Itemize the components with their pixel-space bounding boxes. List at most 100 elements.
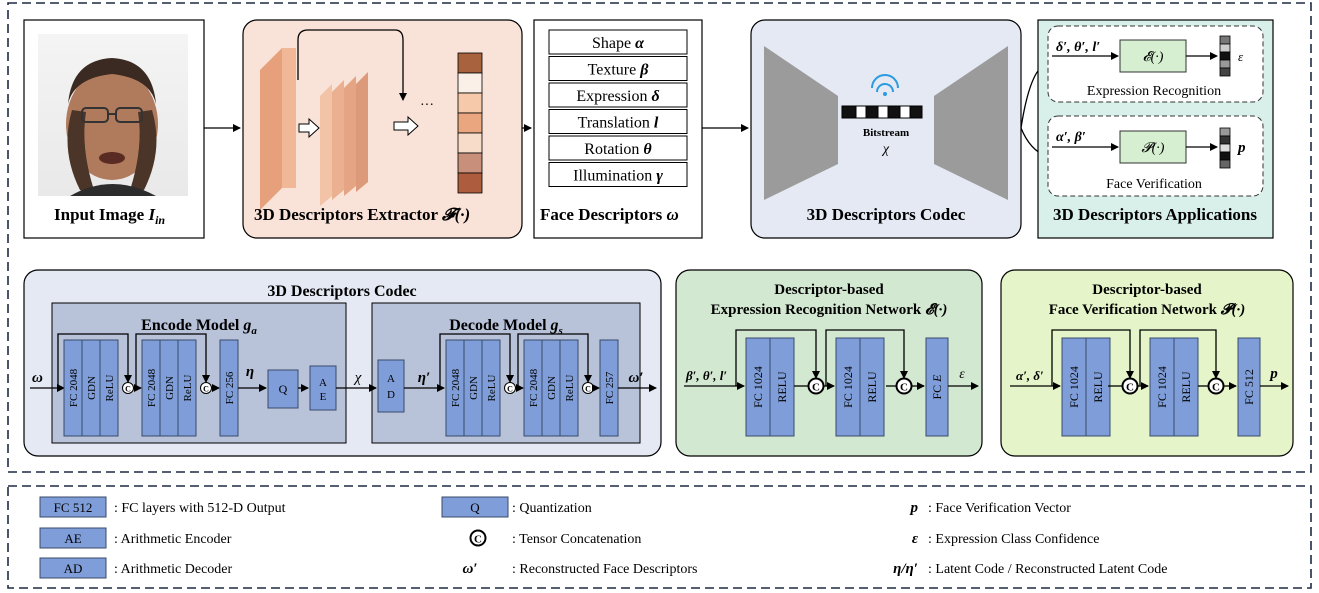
codec-eta-prime: η′ (418, 370, 430, 386)
descriptor-label: Illumination γ (573, 168, 663, 185)
layer-block (1173, 337, 1199, 437)
svg-text:Q: Q (470, 500, 480, 515)
extractor-label: 3D Descriptors Extractor 𝓕(·) (254, 205, 470, 224)
descriptor-row (548, 82, 688, 108)
app2-output: p (1236, 140, 1246, 156)
verification-network-block: Descriptor-based Face Verification Netwo… (1000, 269, 1294, 457)
input-image-label: Input Image Iin (54, 205, 165, 227)
concat-icon: C (900, 382, 908, 394)
descriptor-label: Shape α (592, 35, 645, 52)
legend-ae-box (39, 527, 107, 549)
layer-label: RELU (1091, 371, 1105, 403)
layer-label: RELU (1179, 371, 1193, 403)
legend-q-box (441, 496, 509, 518)
layer-block (1085, 337, 1111, 437)
descriptor-label: Rotation θ (584, 141, 652, 158)
svg-text:AD: AD (64, 561, 83, 576)
descriptor-label: Expression δ (576, 88, 659, 105)
concat-icon: C (1126, 382, 1134, 394)
exp-net-title2: Expression Recognition Network 𝓔(·) (711, 302, 948, 318)
svg-text:FC 257: FC 257 (604, 371, 616, 404)
codec-omega-in: ω (32, 370, 43, 386)
concat-icon: C (585, 385, 591, 394)
legend-fc512-desc: : FC layers with 512-D Output (114, 501, 286, 516)
svg-text:FC E: FC E (930, 374, 944, 400)
layer-label: FC 2048 (146, 368, 158, 407)
legend-eps-sym: ε (912, 531, 919, 547)
svg-text:AE: AE (64, 531, 81, 546)
layer-label: FC 1024 (841, 366, 855, 408)
layer-block (1149, 337, 1175, 437)
exp-net-output: ε (959, 367, 965, 382)
app2-input: α′, β′ (1056, 130, 1086, 145)
layer-label: GDN (86, 376, 98, 400)
fc512-layer (1237, 337, 1261, 437)
layer-label: ReLU (486, 375, 498, 402)
layer-label: FC 2048 (528, 368, 540, 407)
legend: FC 512 : FC layers with 512-D Output AE … (39, 496, 1167, 579)
layer-label: FC 1024 (751, 366, 765, 408)
legend-eta-sym: η/η′ (893, 561, 918, 577)
svg-text:FC 512: FC 512 (54, 500, 93, 515)
app2-label: Face Verification (1106, 177, 1202, 192)
app1-input: δ′, θ′, l′ (1056, 40, 1100, 55)
descriptor-row (548, 29, 688, 55)
face-descriptors-label: Face Descriptors ω (540, 205, 679, 224)
top-dashed-frame (7, 2, 1312, 473)
extractor-block: ··· 3D Descriptors Extractor 𝓕(·) (242, 19, 523, 239)
layer-label: RELU (865, 371, 879, 403)
svg-text:Q: Q (279, 382, 288, 396)
codec-top-block: Bitstream χ 3D Descriptors Codec (750, 19, 1022, 239)
app2-output-strip (1219, 127, 1231, 169)
encode-model-title: Encode Model ga (141, 317, 257, 337)
legend-eps-desc: : Expression Class Confidence (928, 532, 1099, 547)
ver-net-output: p (1268, 366, 1278, 382)
layer-label: ReLU (564, 375, 576, 402)
legend-q-desc: : Quantization (512, 501, 592, 516)
applications-block: δ′, θ′, l′ 𝓔(·) ε Expression Recognition… (1037, 19, 1274, 239)
layer-block (559, 339, 579, 437)
feature-vector-strip (457, 52, 483, 194)
layer-label: FC 2048 (68, 368, 80, 407)
layer-label: FC 1024 (1067, 366, 1081, 408)
exp-net-title1: Descriptor-based (774, 282, 884, 298)
layer-label: FC 1024 (1155, 366, 1169, 408)
app1-label: Expression Recognition (1087, 84, 1221, 99)
legend-eta-desc: : Latent Code / Reconstructed Latent Cod… (928, 562, 1167, 577)
legend-p-desc: : Face Verification Vector (928, 501, 1071, 516)
layer-label: GDN (164, 376, 176, 400)
concat-icon: C (203, 385, 209, 394)
applications-label: 3D Descriptors Applications (1053, 205, 1257, 224)
app1-func: 𝓔(·) (1143, 50, 1164, 65)
wifi-icon (871, 74, 899, 96)
decode-model-title: Decode Model gs (449, 317, 563, 337)
legend-omega-sym: ω′ (462, 561, 477, 577)
bitstream-label: Bitstream (863, 127, 909, 139)
quantizer-box (267, 369, 299, 409)
descriptor-row (548, 56, 688, 81)
legend-ad-box (39, 557, 107, 579)
layer-label: GDN (468, 376, 480, 400)
legend-dashed-frame (7, 485, 1312, 589)
concat-icon: C (1212, 382, 1220, 394)
concat-icon: C (812, 382, 820, 394)
extractor-ellipsis: ··· (420, 98, 434, 113)
codec-eta: η (246, 364, 254, 380)
input-image-block: Input Image Iin (23, 19, 205, 239)
legend-fc512-box (39, 496, 107, 518)
ver-net-title1: Descriptor-based (1092, 282, 1202, 298)
layer-label: RELU (775, 371, 789, 403)
legend-p-sym: p (909, 500, 919, 516)
layer-label: ReLU (182, 375, 194, 402)
layer-block (177, 339, 197, 437)
layer-block (99, 339, 119, 437)
arithmetic-decoder-box (377, 359, 405, 413)
layer-block (769, 337, 795, 437)
descriptor-label: Texture β (588, 62, 650, 79)
codec-omega-out: ω′ (628, 370, 643, 386)
app1-output-strip (1219, 35, 1231, 77)
ver-net-input: α′, δ′ (1016, 368, 1044, 383)
concat-icon: C (125, 385, 131, 394)
